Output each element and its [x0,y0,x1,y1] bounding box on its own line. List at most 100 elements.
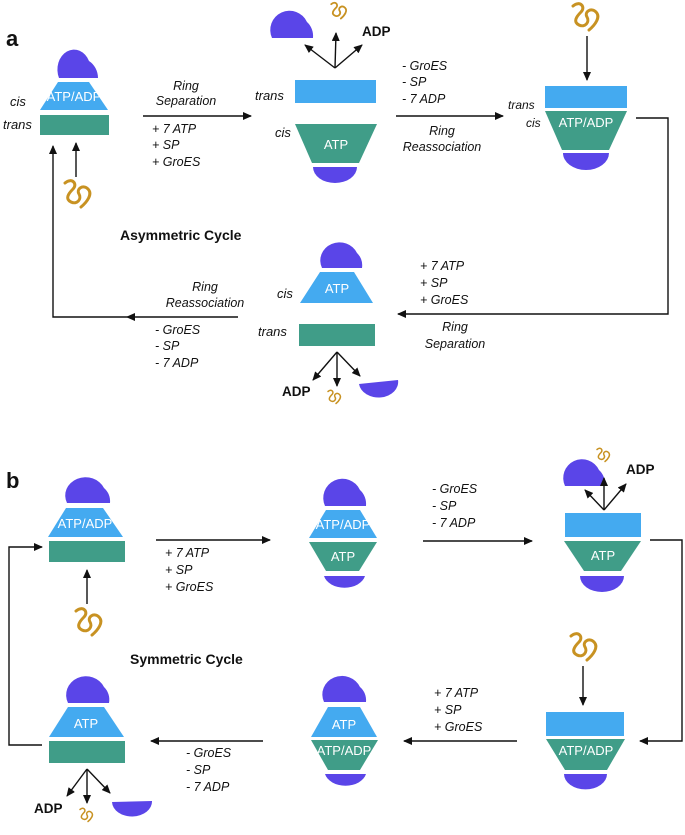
trans-label: trans [255,88,284,103]
panel-a-label: a [6,26,19,51]
release-arrow [336,351,361,377]
groes-cap-icon [313,167,357,183]
cis-ring [40,82,108,110]
release-arrow [304,44,336,69]
groes-cap-icon [270,10,314,38]
trans-ring [565,513,641,537]
cis-ring-text: ATP [325,281,349,296]
cis-ring [545,111,627,150]
trans-label: trans [3,117,32,132]
step-line: - 7 ADP [186,780,230,794]
cis-ring-text: ATP [332,717,356,732]
step-line: Reassociation [403,140,482,154]
released-adp: ADP [282,384,311,399]
connector-left [49,145,127,318]
release-arrow [86,768,111,794]
cis-label: cis [275,125,291,140]
groes-cap-icon [57,49,98,78]
trans-ring [295,80,376,103]
state-b5: ATP ATP/ADP [311,675,378,786]
step-line: + 7 ATP [434,686,479,700]
symmetric-cycle-title: Symmetric Cycle [130,651,243,667]
step-a-top-left: Ring Separation + 7 ATP + SP + GroES [143,79,252,169]
cis-ring-text: ATP/ADP [47,89,102,104]
release-arrow [331,32,340,69]
step-line: + SP [420,276,448,290]
step-line: + SP [434,703,462,717]
step-line: - 7 ADP [155,356,199,370]
released-adp: ADP [34,801,63,816]
step-line: Ring [173,79,199,93]
connector-right [639,539,683,745]
cis-ring [546,739,625,770]
release-arrow [312,351,338,381]
step-line: + 7 ATP [165,546,210,560]
cis-ring [311,707,377,737]
trans-ring [49,741,125,763]
state-b1: ATP/ADP [48,477,125,637]
substrate-protein-icon [63,179,92,209]
connector-right [397,117,669,318]
step-b-top-left: + 7 ATP + SP + GroES [156,536,271,594]
cis-ring-text: ATP [74,716,98,731]
cis-ring-text: ATP [591,548,615,563]
trans-ring [299,324,375,346]
step-line: - GroES [155,323,201,337]
substrate-protein-icon [79,807,94,823]
trans-ring-text: ATP [331,549,355,564]
substrate-protein-icon [569,632,598,662]
step-line: + GroES [420,293,469,307]
step-line: Separation [425,337,486,351]
step-a-bottom-right: + 7 ATP + SP + GroES Ring Separation [420,259,485,351]
step-a-bottom-left: Ring Reassociation - GroES - SP - 7 ADP [126,280,244,370]
state-a1: ATP/ADP cis trans [3,49,109,209]
step-line: + SP [152,138,180,152]
panel-b-label: b [6,468,19,493]
cis-ring [564,541,641,571]
cis-ring-text: ATP/ADP [559,743,614,758]
step-line: Separation [156,94,217,108]
step-line: Ring [442,320,468,334]
step-line: + GroES [165,580,214,594]
release-arrow [334,44,363,69]
step-line: Ring [192,280,218,294]
groes-cap-icon [325,774,366,786]
step-line: - SP [186,763,211,777]
step-line: - SP [432,499,457,513]
trans-label: trans [508,98,535,112]
step-line: + GroES [152,155,201,169]
step-a-top-right: - GroES - SP - 7 ADP Ring Reassociation [396,59,504,154]
cis-ring-text: ATP [324,137,348,152]
step-line: - 7 ADP [432,516,476,530]
cis-ring [295,124,377,163]
trans-ring-text: ATP/ADP [317,743,372,758]
step-line: + 7 ATP [152,122,197,136]
cis-ring-text: ATP/ADP [559,115,614,130]
step-line: - 7 ADP [402,92,446,106]
step-line: - GroES [402,59,448,73]
groes-cap-icon [322,675,367,702]
substrate-protein-icon [74,607,103,637]
asymmetric-cycle-title: Asymmetric Cycle [120,227,242,243]
groes-cap-icon [563,153,609,170]
release-arrow [603,483,627,511]
step-b-bottom-left: - GroES - SP - 7 ADP [150,737,263,794]
state-b2: ATP/ADP ATP [309,478,377,588]
groes-cap-icon [563,459,606,486]
groes-cap-icon [112,801,153,817]
step-line: - SP [155,339,180,353]
substrate-protein-icon [327,389,342,405]
state-a2: ADP trans ATP cis [255,1,391,183]
groes-cap-icon [320,242,363,268]
state-a4: ATP cis trans ADP [258,242,399,405]
connector-left [8,543,43,746]
substrate-protein-icon [330,1,348,20]
state-b3: ADP ATP [563,447,655,592]
groes-cap-icon [564,774,607,790]
trans-ring [309,542,377,571]
step-b-bottom-right: + 7 ATP + SP + GroES [403,686,517,745]
step-line: - GroES [186,746,232,760]
release-arrow [584,489,605,511]
cis-ring [309,510,377,538]
